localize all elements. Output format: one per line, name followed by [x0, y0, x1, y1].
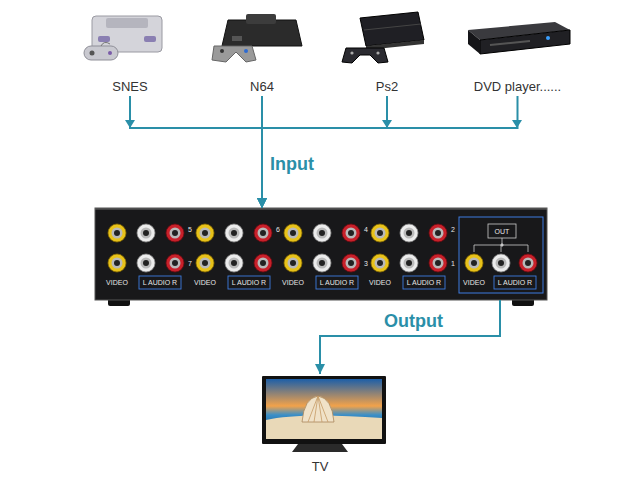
signal-arrow — [262, 96, 387, 208]
signal-arrow — [130, 96, 262, 208]
signal-arrow — [262, 96, 518, 208]
device-label: DVD player...... — [474, 79, 561, 94]
device-label: Ps2 — [376, 79, 398, 94]
input-number: 4 — [364, 225, 368, 234]
console-node: Ps2 — [332, 4, 442, 96]
input-number: 6 — [276, 225, 280, 234]
signal-arrow — [320, 300, 500, 374]
device-label: TV — [312, 459, 329, 474]
video-label: VIDEO — [106, 278, 128, 287]
n64-console — [212, 14, 302, 62]
input-number: 1 — [451, 259, 455, 268]
edge-label: Output — [382, 311, 445, 332]
audio-label: L AUDIO R — [320, 278, 354, 287]
output-tag: OUT — [495, 227, 510, 236]
device-label: N64 — [250, 79, 274, 94]
device-label: SNES — [112, 79, 147, 94]
ps2-console — [342, 12, 424, 63]
flow-label: Input — [268, 154, 316, 175]
console-node: N64 — [207, 4, 317, 96]
video-label: VIDEO — [282, 278, 304, 287]
tv-node: TV — [250, 374, 390, 476]
input-number: 2 — [451, 225, 455, 234]
audio-label: L AUDIO R — [143, 278, 177, 287]
video-label: VIDEO — [194, 278, 216, 287]
input-number: 3 — [364, 259, 368, 268]
audio-label: L AUDIO R — [498, 278, 532, 287]
input-number: 7 — [188, 259, 192, 268]
av-switch-box — [95, 208, 547, 306]
dvd-player — [468, 22, 570, 54]
snes-console — [84, 16, 162, 60]
tv-set — [262, 376, 386, 452]
video-label: VIDEO — [463, 278, 485, 287]
player-node: DVD player...... — [455, 4, 580, 96]
console-node: SNES — [75, 4, 185, 96]
audio-label: L AUDIO R — [407, 278, 441, 287]
input-number: 5 — [188, 225, 192, 234]
video-label: VIDEO — [369, 278, 391, 287]
merge-arrowheads — [125, 120, 522, 128]
av-switch-node: 5 6 4 2 7 3 1 OUT VIDEO L AUDIO R VIDEO L AUDIO R VI… — [95, 208, 547, 300]
audio-label: L AUDIO R — [232, 278, 266, 287]
